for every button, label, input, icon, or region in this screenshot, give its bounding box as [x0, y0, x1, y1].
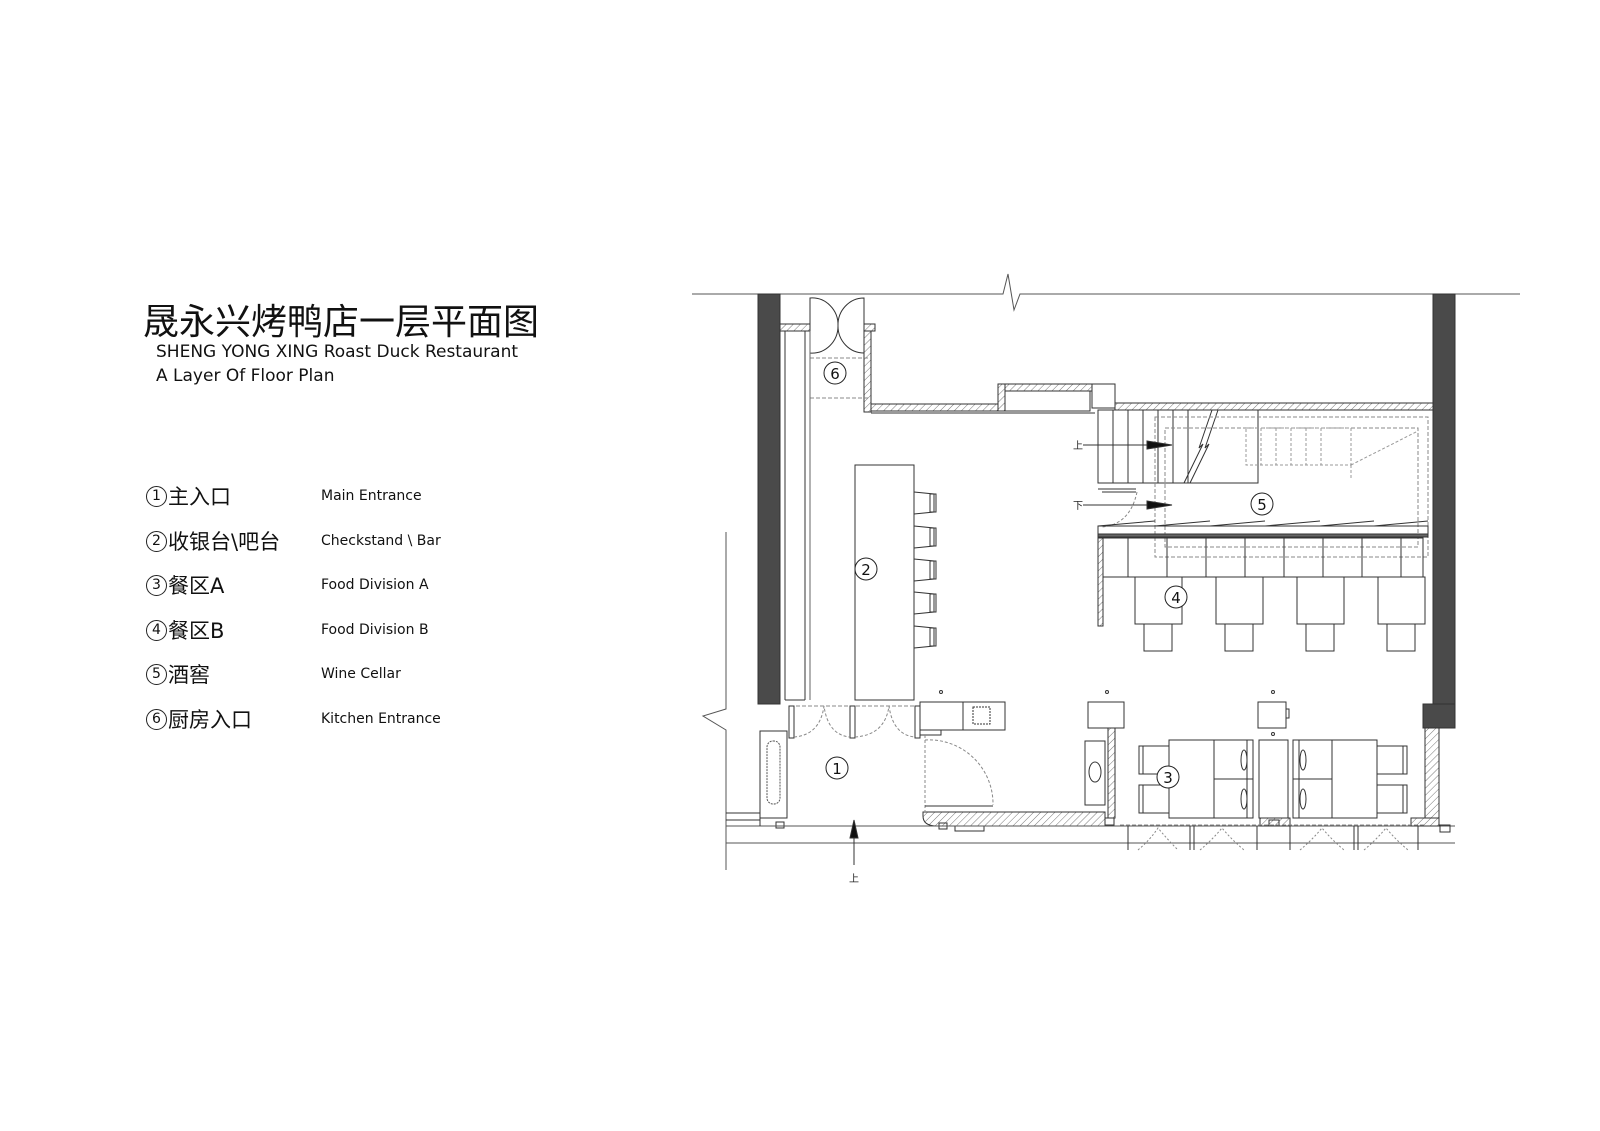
legend-number: 4 — [146, 619, 167, 641]
zone-marker-1: 1 — [825, 756, 849, 780]
stair-down-label: 下 — [1073, 501, 1083, 512]
legend-label-cn: 主入口 — [168, 485, 231, 509]
zone-marker-3: 3 — [1156, 765, 1180, 789]
right-structural-wall — [1432, 293, 1456, 705]
plan-title-en: SHENG YONG XING Roast Duck Restaurant — [156, 342, 519, 362]
legend-label-cn: 收银台\吧台 — [168, 529, 281, 554]
staircase — [1097, 409, 1259, 493]
legend-item-wine-cellar: 5 酒窖 Wine Cellar — [146, 662, 476, 707]
legend-item-main-entrance: 1 主入口 Main Entrance — [146, 484, 476, 529]
top-boundary-line — [692, 273, 1520, 312]
south-wall-hatched — [922, 811, 1106, 827]
svg-text:3: 3 — [1163, 769, 1173, 787]
entrance-up-label: 上 — [849, 873, 859, 885]
legend-label-en: Wine Cellar — [321, 666, 401, 682]
bar-stools — [913, 491, 937, 649]
legend-number: 2 — [146, 530, 167, 552]
legend-number: 3 — [146, 575, 167, 596]
zone-markers: 1 2 3 4 5 6 — [823, 361, 1274, 789]
svg-text:6: 6 — [830, 365, 840, 383]
legend: 1 主入口 Main Entrance 2 收银台\吧台 Checkstand … — [146, 484, 476, 751]
legend-label-en: Checkstand \ Bar — [321, 532, 441, 549]
legend-label-en: Main Entrance — [321, 488, 422, 504]
legend-item-food-division-a: 3 餐区A Food Division A — [146, 573, 476, 618]
entrance-arrow-icon — [849, 819, 859, 839]
zone-marker-5: 5 — [1250, 492, 1274, 516]
svg-text:2: 2 — [861, 561, 871, 579]
legend-item-checkstand-bar: 2 收银台\吧台 Checkstand \ Bar — [146, 529, 476, 574]
legend-label-en: Food Division B — [321, 621, 429, 638]
svg-text:4: 4 — [1171, 589, 1181, 607]
legend-label-cn: 酒窖 — [168, 663, 210, 687]
svg-text:1: 1 — [832, 760, 842, 778]
bar-counter — [854, 464, 915, 701]
legend-number: 1 — [146, 486, 167, 507]
svg-text:5: 5 — [1257, 496, 1267, 514]
food-division-b-seating — [1134, 576, 1426, 652]
wine-cellar-outline — [1154, 416, 1429, 558]
planter-box — [759, 730, 788, 819]
legend-label-cn: 厨房入口 — [168, 707, 252, 732]
legend-number: 6 — [146, 708, 167, 730]
legend-label-cn: 餐区A — [168, 574, 225, 598]
left-break-line — [701, 532, 727, 870]
legend-label-en: Food Division A — [321, 577, 429, 593]
stair-down-arrow-icon — [1146, 500, 1173, 510]
plan-title-cn: 晟永兴烤鸭店一层平面图 — [143, 302, 540, 343]
legend-label-en: Kitchen Entrance — [321, 710, 441, 727]
legend-item-kitchen-entrance: 6 厨房入口 Kitchen Entrance — [146, 707, 476, 752]
plan-subtitle-en: A Layer Of Floor Plan — [156, 366, 335, 386]
zone-marker-4: 4 — [1164, 585, 1188, 609]
legend-label-cn: 餐区B — [168, 618, 225, 643]
zone-marker-2: 2 — [854, 557, 878, 581]
stair-up-label: 上 — [1073, 440, 1083, 452]
legend-item-food-division-b: 4 餐区B Food Division B — [146, 618, 476, 663]
kitchen-double-door — [809, 297, 865, 354]
zone-marker-6: 6 — [823, 361, 847, 385]
left-structural-wall — [757, 293, 781, 705]
stair-up-arrow-icon — [1146, 440, 1173, 450]
legend-number: 5 — [146, 664, 167, 685]
